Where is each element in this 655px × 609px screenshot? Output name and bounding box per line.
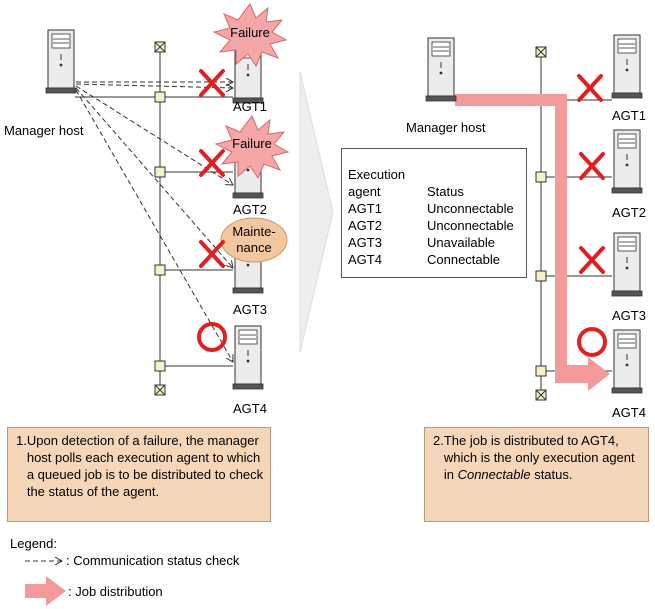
left-panel: Manager host AGT1 AGT2 AGT3 AGT4 Failure… (4, 3, 290, 416)
note-1-text: Upon detection of a failure, the manager… (26, 433, 264, 499)
right-manager-label: Manager host (406, 120, 486, 135)
table-row: AGT3 Unavailable (348, 234, 514, 251)
failure-label-2: Failure (232, 136, 272, 151)
o-mark-icon-agt4 (197, 322, 227, 352)
right-agt4-label: AGT4 (612, 405, 646, 420)
maintenance-badge (220, 217, 288, 263)
left-manager-label: Manager host (4, 123, 84, 138)
note-2-text-a: The job is distributed to AGT4, which is… (443, 433, 635, 482)
note-2-number: 2. (433, 433, 444, 448)
maintenance-label-line2: nance (236, 240, 271, 255)
table-row: AGT2 Unconnectable (348, 217, 514, 234)
legend-comm-check-label: : Communication status check (66, 553, 240, 568)
table-cell-status: Unconnectable (427, 218, 514, 233)
right-agt1-server-icon (611, 34, 643, 99)
note-step-2: 2. The job is distributed to AGT4, which… (424, 427, 649, 522)
failure-label-1: Failure (230, 25, 270, 40)
left-connector-4 (154, 360, 166, 372)
x-mark-icon-agt1 (199, 69, 225, 97)
o-mark-icon-right-agt4 (577, 327, 607, 357)
legend-title: Legend: (10, 536, 57, 551)
note-1-number: 1. (16, 433, 27, 448)
right-panel: Manager host AGT1 AGT2 AGT3 AGT4 (406, 34, 646, 420)
table-cell-agent: AGT4 (348, 252, 382, 267)
left-agt1-label: AGT1 (233, 99, 267, 114)
x-mark-icon-agt2 (199, 149, 225, 177)
legend-job-distribution-label: : Job distribution (68, 584, 163, 599)
maintenance-label-line1: Mainte- (232, 224, 275, 239)
failure-burst-icon-1 (212, 3, 288, 68)
right-connector-3 (535, 270, 547, 282)
x-mark-icon-right-agt2 (579, 152, 605, 180)
table-row: AGT1 Unconnectable (348, 200, 514, 217)
right-manager-server-icon (425, 37, 457, 102)
right-terminator-bottom (535, 389, 547, 401)
transition-arrow (299, 71, 334, 353)
right-agt3-server-icon (611, 232, 643, 297)
status-table-header-agent-2: agent (348, 184, 381, 199)
right-agt2-server-icon (611, 129, 643, 194)
left-terminator-top (154, 41, 166, 53)
note-2-text-italic: Connectable (457, 467, 531, 482)
note-step-1: 1. Upon detection of a failure, the mana… (7, 427, 271, 522)
legend (25, 561, 66, 606)
note-2-text-b: status. (530, 467, 573, 482)
left-agt2-label: AGT2 (233, 202, 267, 217)
left-agt3-label: AGT3 (233, 302, 267, 317)
left-connector-2 (154, 166, 166, 178)
right-agt3-label: AGT3 (612, 308, 646, 323)
failure-burst-icon-2 (214, 115, 290, 180)
right-connector-4 (535, 365, 547, 377)
left-terminator-bottom (154, 384, 166, 396)
right-agt1-label: AGT1 (612, 108, 646, 123)
table-row: AGT4 Connectable (348, 251, 514, 268)
right-connector-2 (535, 171, 547, 183)
left-connector-3 (154, 264, 166, 276)
table-cell-status: Unconnectable (427, 201, 514, 216)
x-mark-icon-right-agt3 (579, 246, 605, 274)
table-cell-agent: AGT2 (348, 218, 382, 233)
table-cell-agent: AGT1 (348, 201, 382, 216)
x-mark-icon-right-agt1 (577, 74, 603, 102)
left-agt4-server-icon (232, 325, 264, 390)
right-agt2-label: AGT2 (612, 205, 646, 220)
x-mark-icon-agt3 (199, 240, 225, 268)
table-cell-status: Connectable (427, 252, 500, 267)
right-terminator-top (535, 46, 547, 58)
legend-thick-arrow-icon (25, 576, 66, 606)
status-table-header-status: Status (427, 184, 464, 199)
left-connector-1 (154, 91, 166, 103)
table-cell-agent: AGT3 (348, 235, 382, 250)
status-table-header-agent-1: Execution (348, 167, 406, 182)
left-manager-server-icon (45, 29, 77, 94)
right-agt4-server-icon (611, 329, 643, 394)
left-agt4-label: AGT4 (233, 401, 267, 416)
table-cell-status: Unavailable (427, 235, 495, 250)
status-check-arrows (75, 82, 233, 362)
